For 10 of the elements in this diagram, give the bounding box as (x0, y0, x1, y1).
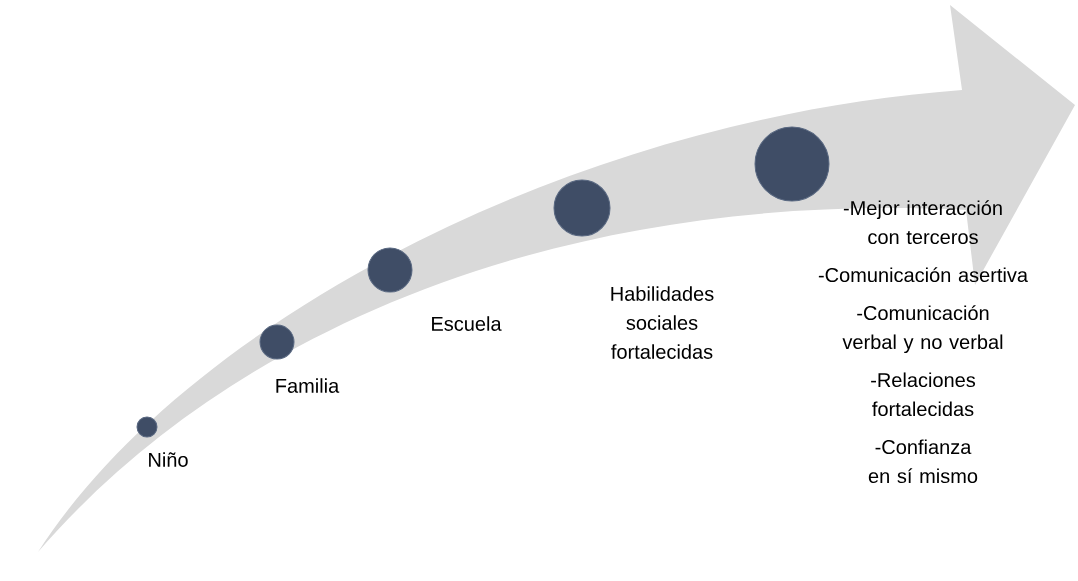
circle (754, 126, 830, 202)
node-label: Niño (149, 452, 188, 467)
node-label: -Comunicación verbal y no verbal (842, 305, 1003, 354)
node-label: Habilidades sociales fortalecidas (611, 286, 714, 359)
node-label: -Comunicación asertiva (818, 267, 1028, 283)
node-label: -Confianza en sí mismo (868, 439, 978, 484)
node-label: -Relaciones fortalecidas (871, 372, 976, 417)
node-label: Escuela (432, 316, 502, 331)
node-label: -Mejor interacción con terceros (843, 200, 1002, 245)
node-label: Familia (276, 378, 340, 393)
